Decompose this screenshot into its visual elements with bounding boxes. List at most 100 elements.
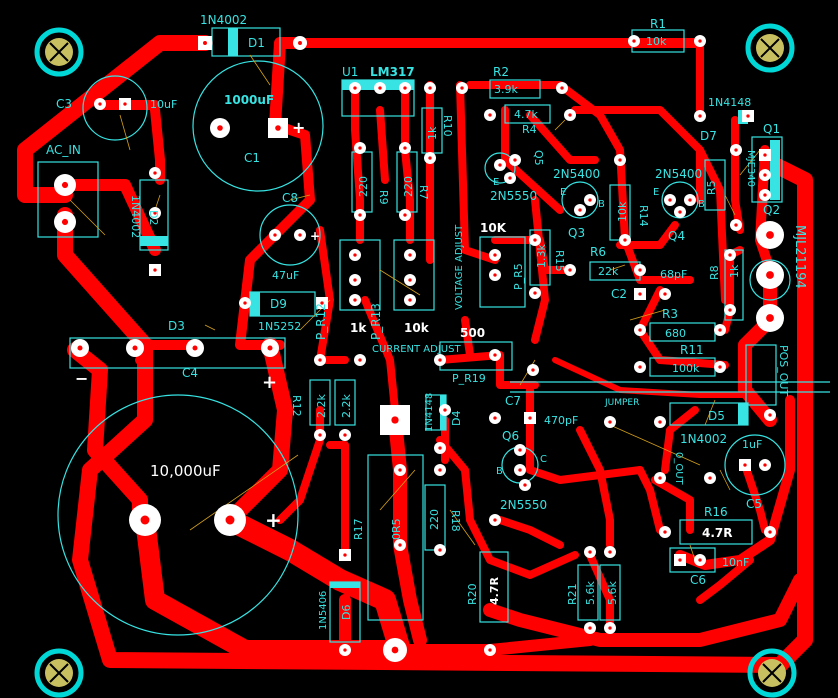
label-r17: R17 [352, 518, 365, 540]
pad-drill [768, 413, 772, 417]
label-q6-b: B [496, 466, 503, 477]
label-r21a-val: 5.6k [584, 581, 597, 605]
pad-drill [493, 353, 497, 357]
label-q6: Q6 [502, 429, 519, 443]
label-c2-val: 68pF [660, 268, 687, 281]
pad-drill [766, 231, 774, 239]
pad-drill [588, 198, 592, 202]
pad-drill [508, 176, 512, 180]
pad-drill [533, 291, 537, 295]
label-q6-c: C [540, 454, 547, 465]
pad-drill [493, 253, 497, 257]
label-r10: R10 [441, 115, 454, 137]
label-c3-val: 10uF [150, 98, 177, 111]
pad-drill [663, 292, 667, 296]
silkscreen-labels: 1N4002 D1 U1 LM317 R1 10k R2 3.9k 4.7k R… [46, 13, 807, 630]
pad-drill [658, 476, 662, 480]
label-r4: R4 [522, 123, 537, 136]
label-r12-ref: R12 [290, 395, 303, 417]
label-r20-val: 4.7R [488, 577, 501, 605]
label-r16: R16 [704, 505, 728, 519]
pad-drill [243, 301, 247, 305]
pad-drill [743, 463, 747, 467]
pad-drill [608, 626, 612, 630]
silkscreen-outlines [37, 27, 830, 643]
label-c7: C7 [505, 394, 521, 408]
pad-drill [61, 181, 69, 189]
pad-drill [353, 86, 357, 90]
pad-drill [533, 238, 537, 242]
pad-drill [438, 358, 442, 362]
label-r10-val: 1k [426, 126, 439, 140]
pad-drill [398, 543, 402, 547]
pad-drill [763, 153, 767, 157]
label-lm317: LM317 [370, 65, 415, 79]
label-q3-b: B [598, 199, 605, 210]
pad-drill [638, 328, 642, 332]
label-d5-part: 1N4002 [680, 432, 727, 446]
pad-drill [358, 146, 362, 150]
label-d3: D3 [168, 319, 185, 333]
label-r7: R7 [417, 185, 430, 200]
label-d4-part: 1N4148 [424, 393, 435, 432]
label-q3-e: E [560, 187, 566, 198]
pad-drill [408, 298, 412, 302]
label-r9: R9 [377, 190, 390, 205]
pad-drill [318, 358, 322, 362]
pad-drill [698, 39, 702, 43]
label-1n4148-top: 1N4148 [708, 96, 751, 109]
pad-drill [513, 158, 517, 162]
label-r5: R5 [705, 180, 718, 195]
pad-drill [523, 483, 527, 487]
label-r11: R11 [680, 343, 704, 357]
pad-drill [343, 553, 347, 557]
label-c6: C6 [690, 573, 706, 587]
label-mje340: MJE340 [745, 150, 756, 187]
label-p-r13: P_R13 [369, 303, 383, 340]
pad-drill [353, 298, 357, 302]
label-c5-val: 1uF [742, 438, 762, 451]
pad-drill [408, 253, 412, 257]
pad-drill [663, 530, 667, 534]
label-r21: R21 [566, 583, 579, 605]
label-q4-b: B [698, 199, 705, 210]
pad-drill [708, 476, 712, 480]
label-r8-val: 1k [728, 264, 741, 278]
label-0-out: 0_OUT [673, 452, 684, 486]
label-r18: R18 [449, 510, 462, 532]
label-r16-val: 4.7R [702, 526, 733, 540]
label-p-r13-val: 10k [404, 321, 430, 335]
label-r15-val: 1.3k [535, 244, 548, 268]
label-big-cap: 10,000uF [150, 462, 221, 480]
label-d7: D7 [700, 129, 717, 143]
pad-drill [438, 468, 442, 472]
pad-drill [320, 301, 324, 305]
pad-drill [391, 646, 399, 654]
pad-drill [588, 626, 592, 630]
mounting-holes [34, 23, 797, 698]
pad-drill [493, 273, 497, 277]
label-r12b-val: 2.2k [340, 394, 353, 418]
label-q4-e: E [653, 187, 659, 198]
label-d4: D4 [450, 411, 463, 426]
pad-drill [267, 345, 273, 351]
pad-drill [658, 420, 662, 424]
pad-drill [632, 39, 636, 43]
pad-drill [403, 86, 407, 90]
label-p-r19: P_R19 [452, 372, 486, 385]
pad-drill [343, 648, 347, 652]
label-d6: D6 [340, 605, 353, 620]
pad-drill [734, 223, 738, 227]
pad-drill [678, 210, 682, 214]
pad-drill [763, 463, 767, 467]
pad-drill [403, 146, 407, 150]
label-q1: Q1 [763, 122, 780, 136]
pad-drill [668, 198, 672, 202]
label-p-r19-val: 500 [460, 326, 485, 340]
pad-drill [443, 408, 447, 412]
pad-drill [518, 448, 522, 452]
label-q6-part: 2N5550 [500, 498, 547, 512]
pad-drill [123, 102, 127, 106]
pad-drill [132, 345, 138, 351]
